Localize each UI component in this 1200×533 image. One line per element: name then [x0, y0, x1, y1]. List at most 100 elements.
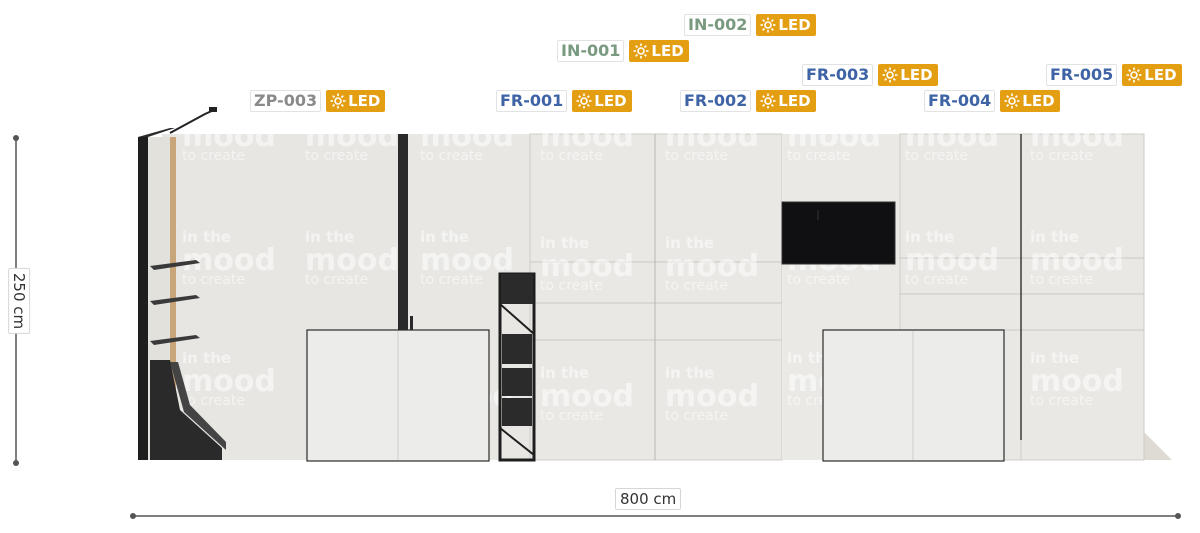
watermark-line3: to create: [665, 278, 728, 294]
watermark-line2: mood: [540, 249, 634, 284]
width-dimension-end: [130, 513, 136, 519]
watermark-line3: to create: [1030, 393, 1093, 409]
sun-icon: [330, 93, 346, 109]
watermark-line2: mood: [905, 119, 999, 154]
watermark-line3: to create: [905, 148, 968, 164]
watermark-line2: mood: [787, 119, 881, 154]
tag-fr-002[interactable]: FR-002 LED: [680, 90, 816, 112]
watermark-line2: mood: [420, 119, 514, 154]
slatwall-unit: [138, 107, 226, 460]
watermark-line2: mood: [182, 119, 276, 154]
watermark-line1: in the: [420, 104, 469, 122]
watermark-line3: to create: [420, 148, 483, 164]
led-badge: LED: [572, 90, 632, 112]
counter-left: [306, 329, 490, 462]
watermark-line2: mood: [305, 119, 399, 154]
watermark-line2: mood: [420, 243, 514, 278]
watermark-line3: to create: [182, 148, 245, 164]
watermark-line1: in the: [1030, 228, 1079, 246]
watermark-line3: to create: [182, 272, 245, 288]
height-dimension-end: [13, 135, 19, 141]
divider-pillar: [398, 134, 408, 330]
watermark-line3: to create: [787, 272, 850, 288]
tag-in-001[interactable]: IN-001 LED: [557, 40, 689, 62]
watermark-line2: mood: [1030, 364, 1124, 399]
watermark-line1: in the: [182, 349, 231, 367]
led-label: LED: [651, 42, 684, 60]
watermark-line2: mood: [1030, 119, 1124, 154]
tag-code: FR-003: [802, 64, 874, 86]
tag-code: IN-002: [684, 14, 752, 36]
width-dimension-end: [1175, 513, 1181, 519]
display-stand: [498, 272, 536, 462]
led-badge: LED: [756, 90, 816, 112]
width-dimension-label: 800 cm: [615, 488, 682, 510]
watermark-line3: to create: [305, 272, 368, 288]
tag-fr-004[interactable]: FR-004 LED: [924, 90, 1060, 112]
watermark-line1: in the: [182, 228, 231, 246]
tag-fr-003[interactable]: FR-003 LED: [802, 64, 938, 86]
watermark-line1: in the: [540, 234, 589, 252]
watermark-line2: mood: [182, 364, 276, 399]
watermark-line3: to create: [540, 408, 603, 424]
watermark-line2: mood: [665, 119, 759, 154]
shelf: [150, 295, 200, 305]
tag-in-002[interactable]: IN-002 LED: [684, 14, 816, 36]
led-badge: LED: [629, 40, 689, 62]
watermark-line3: to create: [665, 148, 728, 164]
tag-fr-005[interactable]: FR-005 LED: [1046, 64, 1182, 86]
watermark-line3: to create: [420, 272, 483, 288]
watermark-line2: mood: [1030, 243, 1124, 278]
watermark-line2: mood: [305, 243, 399, 278]
sun-icon: [1126, 67, 1142, 83]
sun-icon: [576, 93, 592, 109]
watermark-line2: mood: [540, 119, 634, 154]
led-badge: LED: [878, 64, 938, 86]
led-label: LED: [348, 92, 381, 110]
watermark-line2: mood: [540, 379, 634, 414]
led-badge: LED: [326, 90, 386, 112]
watermark-line3: to create: [540, 148, 603, 164]
tag-code: ZP-003: [250, 90, 322, 112]
led-label: LED: [778, 92, 811, 110]
watermark-line1: in the: [665, 364, 714, 382]
tag-code: FR-001: [496, 90, 568, 112]
slatwall-top: [138, 128, 175, 137]
tv-screen: [781, 201, 896, 265]
watermark-line3: to create: [665, 408, 728, 424]
watermark-line2: mood: [905, 243, 999, 278]
watermark-line3: to create: [540, 278, 603, 294]
watermark-line1: in the: [905, 228, 954, 246]
spotlight-head: [209, 107, 217, 112]
tag-zp-003[interactable]: ZP-003 LED: [250, 90, 386, 112]
led-badge: LED: [1122, 64, 1182, 86]
shelf: [150, 335, 200, 345]
slatwall-frame: [138, 137, 148, 460]
tag-fr-001[interactable]: FR-001 LED: [496, 90, 632, 112]
watermark-line3: to create: [182, 393, 245, 409]
shelf: [150, 260, 200, 270]
floor-rack: [170, 362, 226, 450]
height-dimension-end: [13, 460, 19, 466]
watermark-line3: to create: [305, 148, 368, 164]
led-badge: LED: [1000, 90, 1060, 112]
tag-code: IN-001: [557, 40, 625, 62]
watermark-line3: to create: [1030, 148, 1093, 164]
sun-icon: [882, 67, 898, 83]
watermark-line2: mood: [182, 243, 276, 278]
led-label: LED: [594, 92, 627, 110]
watermark-line1: in the: [420, 228, 469, 246]
